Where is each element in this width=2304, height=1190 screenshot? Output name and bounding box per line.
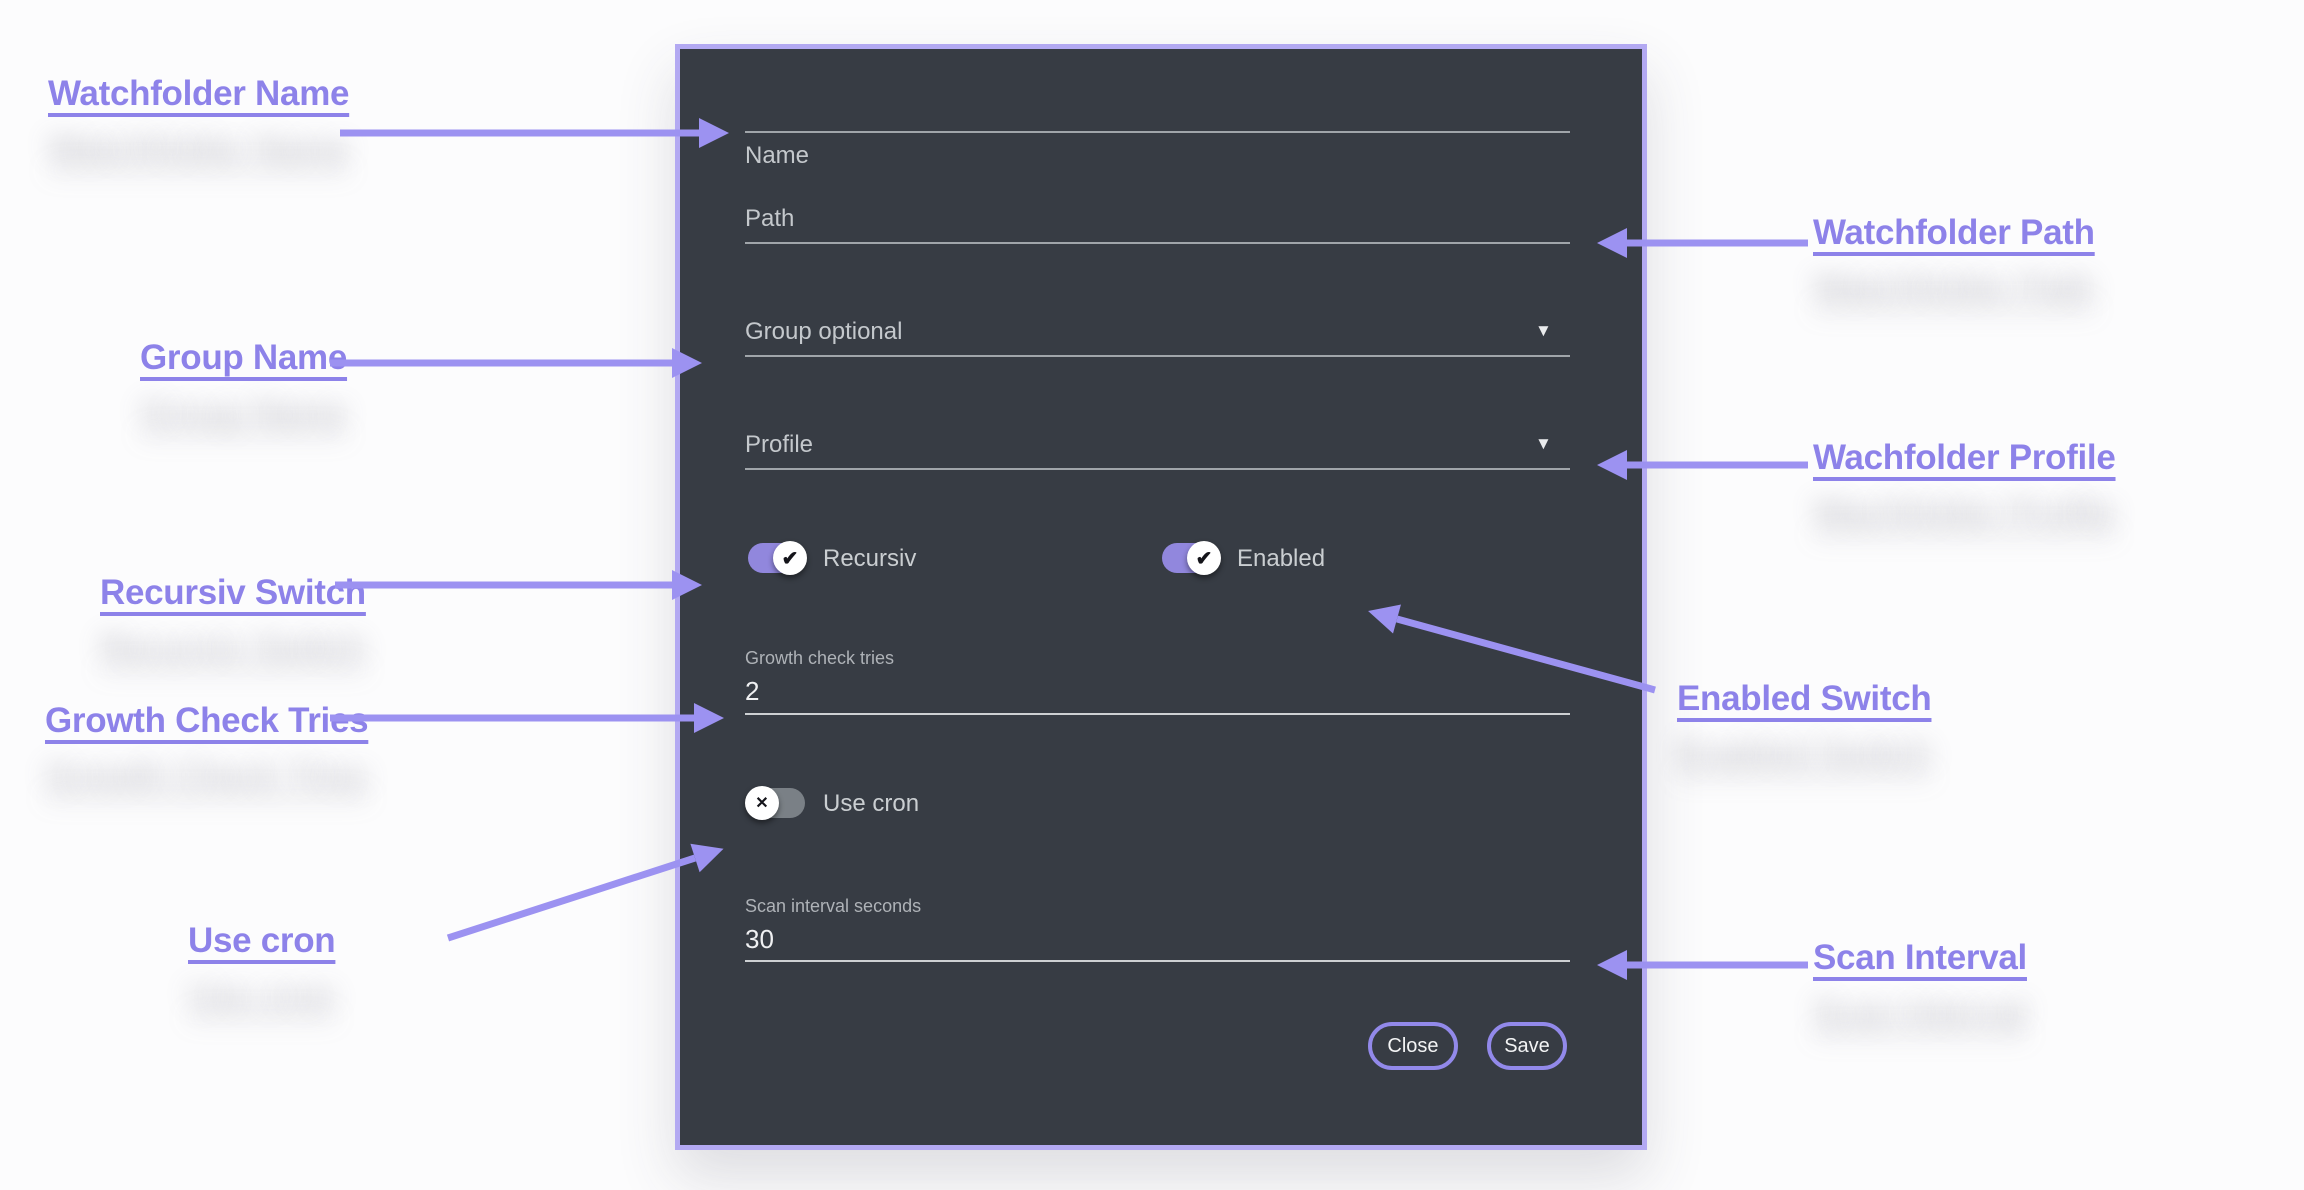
path-field-label: Path <box>745 205 795 232</box>
scan-interval-underline <box>745 960 1570 962</box>
close-button[interactable]: Close <box>1368 1022 1458 1070</box>
growth-check-tries-underline <box>745 713 1570 715</box>
recursiv-toggle-label: Recursiv <box>823 545 917 572</box>
scan-interval-label: Scan interval seconds <box>745 896 922 916</box>
profile-select-underline <box>745 468 1570 470</box>
callout-enabled-switch: Enabled Switch <box>1677 679 1932 718</box>
callout-group-name: Group Name <box>140 338 348 377</box>
arrow-use-cron <box>446 843 724 942</box>
growth-check-tries-input[interactable] <box>745 676 1565 707</box>
profile-select-label: Profile <box>745 431 814 458</box>
callout-wachfolder-profile: Wachfolder Profile <box>1813 438 2116 477</box>
name-input-underline <box>745 131 1570 133</box>
name-input[interactable] <box>745 119 1570 179</box>
profile-select[interactable] <box>745 408 1570 468</box>
check-icon: ✔ <box>1187 541 1221 575</box>
path-input[interactable] <box>745 182 1570 242</box>
check-icon: ✔ <box>773 541 807 575</box>
name-field-label: Name <box>745 142 810 169</box>
callout-watchfolder-path: Watchfolder Path <box>1813 213 2095 252</box>
growth-check-tries-label: Growth check tries <box>745 648 895 668</box>
enabled-toggle[interactable]: ✔ <box>1162 541 1221 575</box>
watchfolder-dialog: Name Path Group optional ▼ Profile ▼ ✔ R… <box>675 44 1647 1150</box>
save-button[interactable]: Save <box>1487 1022 1567 1070</box>
enabled-toggle-label: Enabled <box>1237 545 1326 572</box>
chevron-down-icon: ▼ <box>1535 321 1552 340</box>
cross-icon: ✕ <box>745 786 779 820</box>
callout-watchfolder-name: Watchfolder Name <box>48 74 350 113</box>
callout-growth-check-tries: Growth Check Tries <box>45 701 369 740</box>
path-input-underline <box>745 242 1570 244</box>
use-cron-toggle[interactable]: ✕ <box>745 786 805 820</box>
group-select-underline <box>745 355 1570 357</box>
use-cron-toggle-label: Use cron <box>823 790 920 817</box>
chevron-down-icon: ▼ <box>1535 434 1552 453</box>
callout-recursiv-switch: Recursiv Switch <box>100 573 366 612</box>
scan-interval-input[interactable] <box>745 924 1565 955</box>
recursiv-toggle[interactable]: ✔ <box>748 541 807 575</box>
callout-scan-interval: Scan Interval <box>1813 938 2027 977</box>
callout-use-cron: Use cron <box>188 921 336 960</box>
group-select-label: Group optional <box>745 318 903 345</box>
